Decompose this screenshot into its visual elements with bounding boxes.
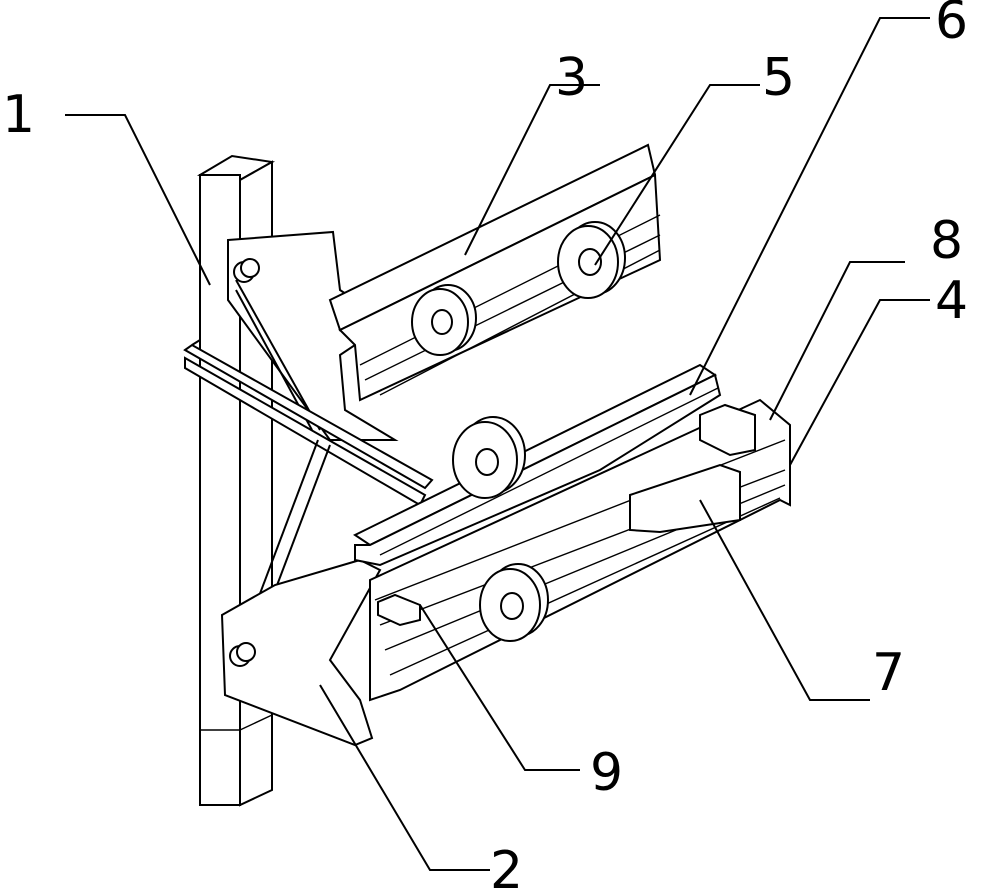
label-9: 9 bbox=[590, 743, 623, 803]
label-5: 5 bbox=[762, 48, 795, 108]
label-6: 6 bbox=[935, 0, 968, 51]
leader-8 bbox=[770, 262, 905, 420]
leader-4 bbox=[790, 300, 930, 465]
label-7: 7 bbox=[872, 643, 905, 703]
leader-1 bbox=[65, 115, 210, 285]
label-8: 8 bbox=[930, 211, 963, 271]
label-1: 1 bbox=[2, 85, 35, 145]
leader-6 bbox=[690, 18, 930, 395]
label-4: 4 bbox=[935, 271, 968, 331]
label-2: 2 bbox=[490, 841, 523, 891]
label-3: 3 bbox=[555, 48, 588, 108]
leader-7 bbox=[700, 500, 870, 700]
